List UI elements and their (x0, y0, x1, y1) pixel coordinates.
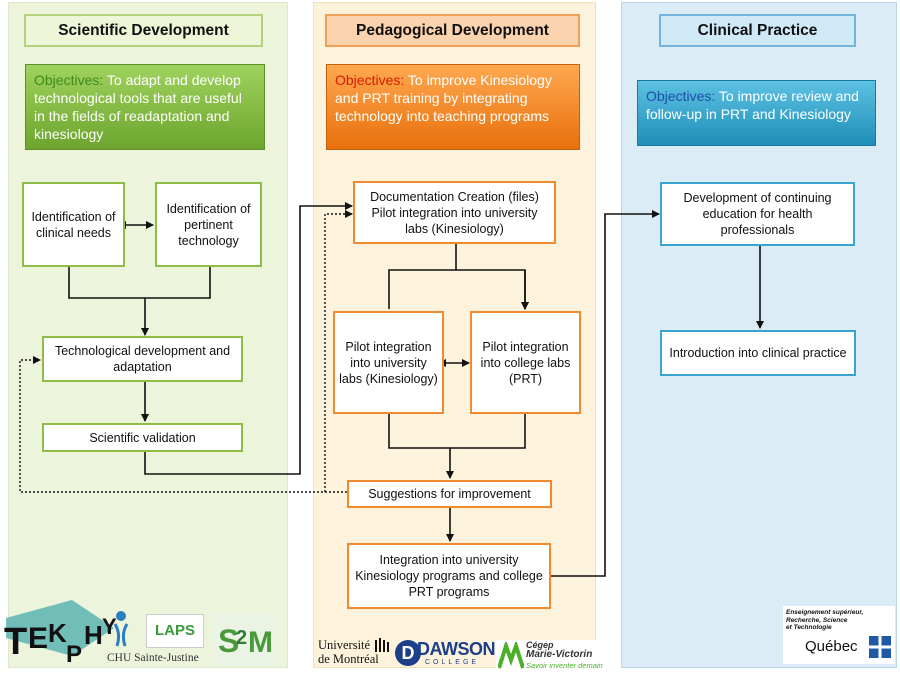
cegep-tagline: Savoir inventer demain (526, 661, 603, 670)
cegep-logo: Cégep Marie-Victorin Savoir inventer dem… (496, 640, 603, 672)
laps-label: LAPS (154, 622, 195, 639)
svg-text:Y: Y (102, 614, 117, 639)
arrow-to-continuing (551, 210, 660, 577)
svg-text:2: 2 (236, 627, 247, 649)
quebec-line3: et Technologie (786, 624, 832, 631)
quebec-flag-icon (869, 636, 891, 658)
cegep-line1: Cégep (526, 640, 554, 650)
svg-text:T: T (4, 621, 27, 663)
objectives-text: To improve Kinesiology and PRT training … (335, 72, 552, 124)
dawson-sub: COLLEGE (425, 659, 480, 666)
svg-text:E: E (28, 622, 48, 655)
college-pilot-box: Pilot integration into college labs (PRT… (470, 311, 581, 414)
arrow-validation-to-documentation (144, 202, 353, 475)
identification-pertinent-technology-box: Identification of pertinent technology (155, 182, 262, 267)
arrow-to-development (68, 267, 211, 335)
pedagogical-title: Pedagogical Development (325, 14, 580, 47)
chu-sainte-justine-logo: CHU Sainte-Justine (107, 608, 203, 670)
dawson-logo: D DAWSON COLLEGE (395, 639, 496, 672)
chu-figure-icon (113, 611, 129, 647)
pedagogical-objectives: Objectives: To improve Kinesiology and P… (326, 64, 580, 150)
cegep-mv-icon (498, 642, 524, 669)
scientific-title: Scientific Development (24, 14, 263, 47)
cegep-line2: Marie-Victorin (526, 649, 593, 660)
objectives-text: To improve review and follow-up in PRT a… (646, 88, 859, 122)
svg-text:H: H (84, 620, 103, 650)
scientific-objectives: Objectives: To adapt and develop technol… (25, 64, 265, 150)
arrow-to-suggestions (388, 414, 526, 478)
objectives-label: Objectives: (335, 72, 405, 88)
laps-logo: LAPS (146, 614, 204, 648)
quebec-logo: Enseignement supérieur, Recherche, Scien… (783, 606, 895, 664)
introduction-clinical-practice-box: Introduction into clinical practice (660, 330, 856, 376)
dawson-main: DAWSON (417, 639, 496, 659)
identification-clinical-needs-box: Identification of clinical needs (22, 182, 125, 267)
arrow-to-pilots (388, 244, 525, 309)
integration-programs-box: Integration into university Kinesiology … (347, 543, 551, 609)
scientific-validation-box: Scientific validation (42, 423, 243, 452)
svg-text:S: S (218, 623, 239, 659)
documentation-creation-box: Documentation Creation (files) Pilot int… (353, 181, 556, 244)
objectives-label: Objectives: (646, 88, 716, 104)
quebec-line2: Recherche, Science (786, 616, 848, 624)
chu-label: CHU Sainte-Justine (107, 652, 199, 664)
continuing-education-box: Development of continuing education for … (660, 182, 855, 246)
clinical-objectives: Objectives: To improve review and follow… (637, 80, 876, 146)
udem-line2: de Montréal (318, 652, 379, 666)
suggestions-improvement-box: Suggestions for improvement (347, 480, 552, 508)
udem-line1: Université (318, 638, 371, 652)
objectives-label: Objectives: (34, 72, 104, 88)
s2m-logo: S 2 M (214, 614, 280, 666)
quebec-ministry: Enseignement supérieur, Recherche, Scien… (786, 609, 863, 632)
technological-development-box: Technological development and adaptation (42, 336, 243, 382)
dawson-d-icon: D (395, 640, 421, 666)
udem-crest-icon (375, 638, 389, 652)
svg-text:K: K (48, 618, 67, 648)
svg-text:M: M (248, 626, 273, 659)
objectives-text: To adapt and develop technological tools… (34, 72, 242, 142)
clinical-title: Clinical Practice (659, 14, 856, 47)
quebec-line1: Enseignement supérieur, (786, 609, 864, 616)
feedback-loop-development (19, 356, 347, 493)
university-pilot-box: Pilot integration into university labs (… (333, 311, 444, 414)
feedback-loop-documentation (324, 210, 353, 492)
tekphy-logo: T E K P H Y (2, 598, 120, 670)
quebec-name: Québec (805, 638, 858, 655)
udem-logo: Université de Montréal (318, 638, 394, 672)
svg-text:P: P (66, 641, 82, 668)
